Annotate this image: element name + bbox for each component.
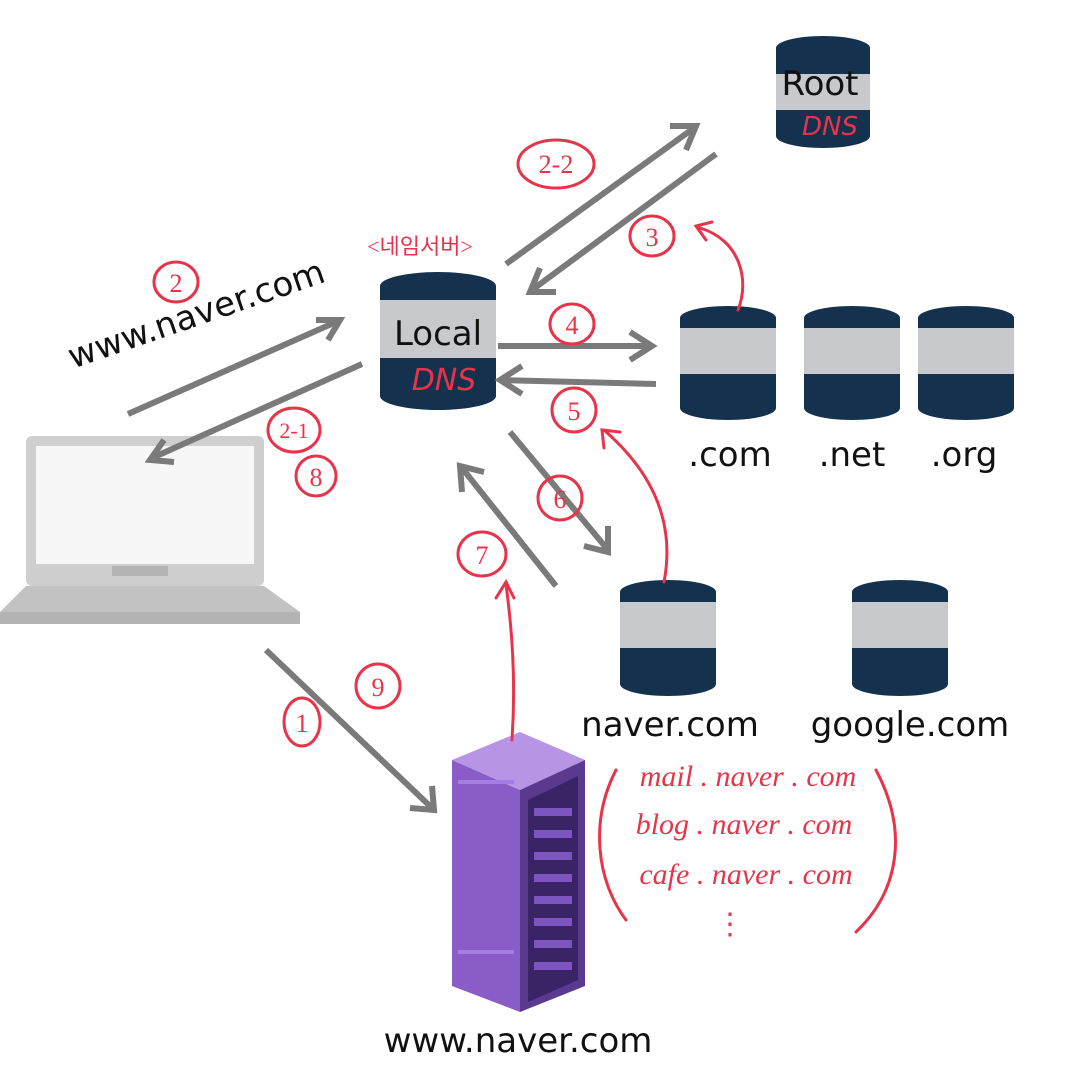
step-3-badge: 3	[628, 214, 676, 258]
svg-text:2-2: 2-2	[539, 150, 574, 179]
svg-text:9: 9	[372, 673, 385, 702]
subdomain-notes: mail . naver . com blog . naver . com ca…	[598, 760, 897, 941]
name-server-note: <네임서버>	[367, 234, 473, 259]
step-5-badge: 5	[550, 386, 598, 434]
arrow-local-to-root	[504, 123, 701, 267]
tld-com-database-icon	[680, 306, 776, 420]
arrow-local-to-tld	[498, 329, 658, 363]
svg-text:2-1: 2-1	[279, 418, 308, 443]
arrow-local-to-laptop	[144, 361, 364, 465]
arrow-laptop-to-local	[126, 317, 346, 417]
root-dns-sublabel: DNS	[802, 112, 858, 142]
server-rack-icon	[452, 732, 585, 1012]
tld-org-database-icon	[918, 306, 1014, 420]
arrow-local-to-auth	[507, 430, 611, 556]
auth-google-label: google.com	[811, 705, 1010, 745]
svg-text:2: 2	[170, 269, 183, 298]
local-dns-database-icon	[380, 272, 496, 410]
web-server-label: www.naver.com	[384, 1021, 653, 1061]
subdomain-more: ⋮	[715, 908, 745, 941]
step-2-2-badge: 2-2	[516, 138, 596, 190]
local-dns-sublabel: DNS	[412, 363, 477, 398]
svg-text:4: 4	[566, 311, 579, 340]
arrow-tld-to-local	[494, 363, 657, 397]
step-1-badge: 1	[282, 696, 322, 748]
svg-text:8: 8	[310, 463, 323, 492]
step-8-badge: 8	[294, 454, 338, 498]
step-7-badge: 7	[456, 530, 508, 578]
root-dns-label: Root	[781, 64, 858, 104]
local-dns-label: Local	[394, 314, 482, 354]
svg-text:6: 6	[554, 485, 567, 514]
arrow-laptop-to-server	[263, 647, 438, 814]
subdomain-cafe: cafe . naver . com	[639, 858, 852, 891]
query-domain-label: www.naver.com	[63, 252, 330, 377]
arrow-auth-to-local	[456, 462, 559, 588]
tld-com-label: .com	[688, 435, 771, 475]
arrow-root-to-local	[525, 151, 718, 295]
tld-net-label: .net	[819, 435, 886, 475]
red-arrow-com-to-3	[693, 220, 745, 312]
step-6-badge: 6	[536, 474, 584, 522]
svg-text:7: 7	[476, 541, 489, 570]
svg-text:1: 1	[296, 709, 309, 738]
svg-text:3: 3	[646, 223, 659, 252]
auth-naver-label: naver.com	[581, 705, 759, 745]
naver-auth-database-icon	[620, 580, 716, 696]
red-arrow-server-to-7	[494, 578, 516, 742]
root-dns-database-icon	[776, 36, 870, 148]
red-arrow-naver-to-5	[600, 428, 669, 584]
google-auth-database-icon	[852, 580, 948, 696]
step-4-badge: 4	[548, 302, 596, 346]
step-9-badge: 9	[354, 662, 402, 710]
tld-org-label: .org	[931, 435, 998, 475]
subdomain-blog: blog . naver . com	[636, 808, 853, 841]
svg-text:5: 5	[568, 397, 581, 426]
step-2-badge: 2	[152, 260, 200, 304]
subdomain-mail: mail . naver . com	[640, 760, 857, 793]
tld-net-database-icon	[804, 306, 900, 420]
step-2-1-badge: 2-1	[266, 406, 322, 454]
laptop-icon	[0, 436, 300, 624]
